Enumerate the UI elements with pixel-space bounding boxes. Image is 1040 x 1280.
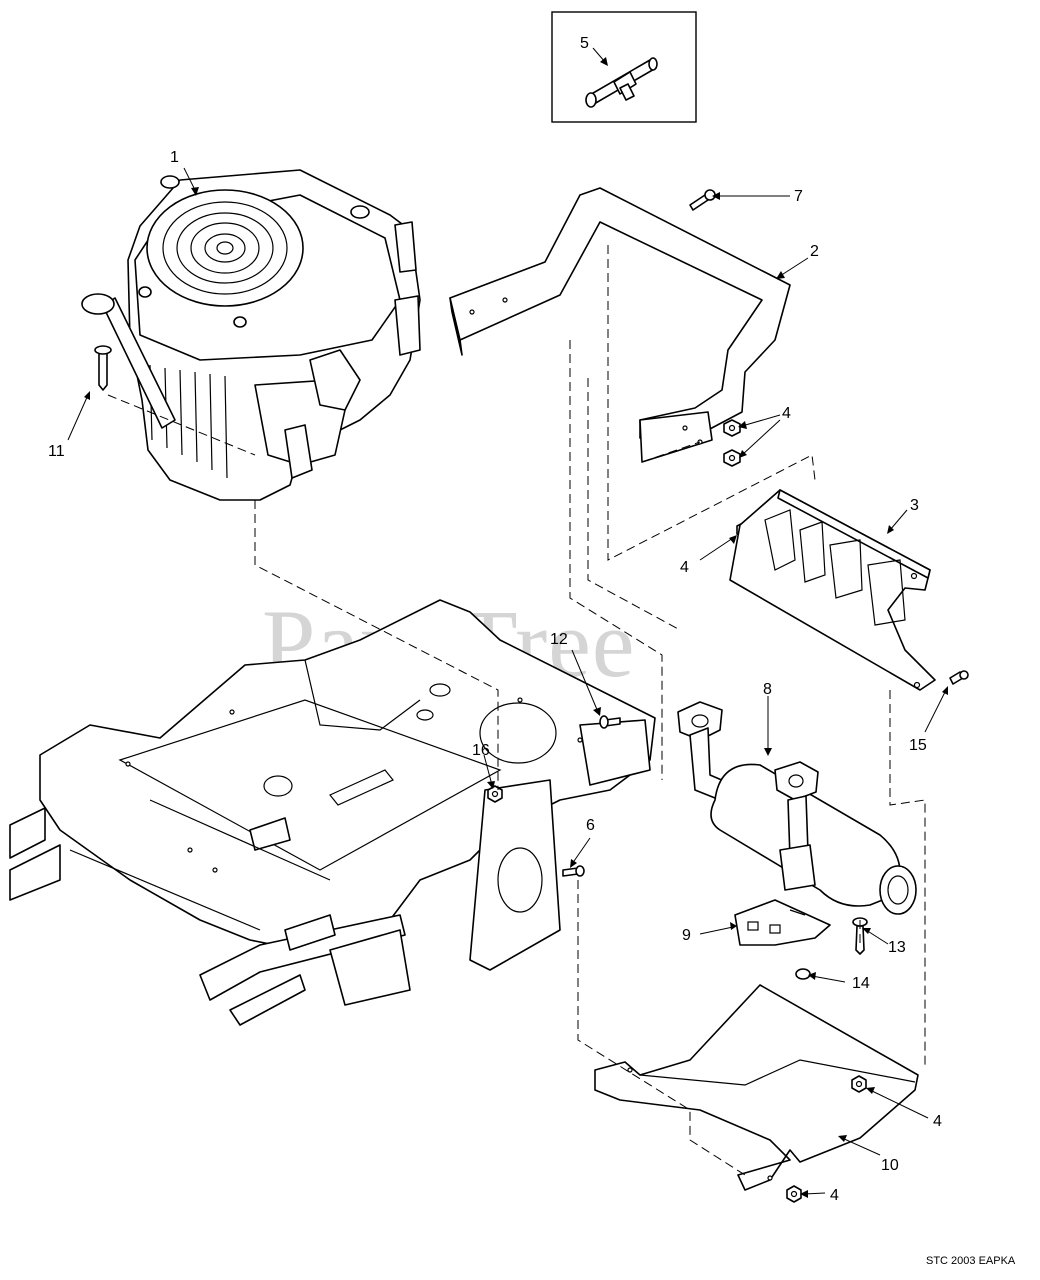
heat-shield-part[interactable] [729,489,936,691]
callout-14: 14 [852,975,870,992]
callout-5: 5 [580,35,589,52]
inset-box [551,11,697,123]
callout-16: 16 [472,742,490,759]
callout-2: 2 [810,243,819,260]
callout-4-deflector: 4 [933,1113,942,1130]
muffler-guard-part[interactable] [449,187,791,463]
callouts: 1 2 3 4 4 4 4 5 6 7 8 9 10 11 12 13 14 1… [48,35,942,1204]
callout-6: 6 [586,817,595,834]
callout-3: 3 [910,497,919,514]
leader-lines [67,47,948,1198]
nut-14-part[interactable] [795,968,811,980]
callout-10: 10 [881,1157,899,1174]
callout-4-shield: 4 [680,559,689,576]
bolt-7-part[interactable] [689,189,716,211]
callout-7: 7 [794,188,803,205]
bolt-12-part[interactable] [599,715,621,729]
deflector-part[interactable] [594,984,919,1191]
callout-1: 1 [170,149,179,166]
callout-12: 12 [550,631,568,648]
callout-15: 15 [909,737,927,754]
nut-16-part[interactable] [487,785,503,803]
nut-deflector-part[interactable] [786,1075,867,1203]
frame-part[interactable] [9,599,656,1026]
screw-15-part[interactable] [949,670,969,685]
tee-fitting-part[interactable] [585,57,658,108]
callout-8: 8 [763,681,772,698]
bolt-11-part[interactable] [94,345,112,391]
engine-part[interactable] [81,169,421,501]
muffler-part[interactable] [677,701,917,915]
callout-9: 9 [682,927,691,944]
callout-4-guard: 4 [782,405,791,422]
callout-13: 13 [888,939,906,956]
callout-4-lower: 4 [830,1187,839,1204]
drawing-code: STC 2003 EAPKA [926,1255,1016,1267]
bolt-6-part[interactable] [562,865,585,877]
callout-11: 11 [48,443,65,460]
assembly-lines [107,245,926,1176]
muffler-bracket-part[interactable] [734,899,831,946]
